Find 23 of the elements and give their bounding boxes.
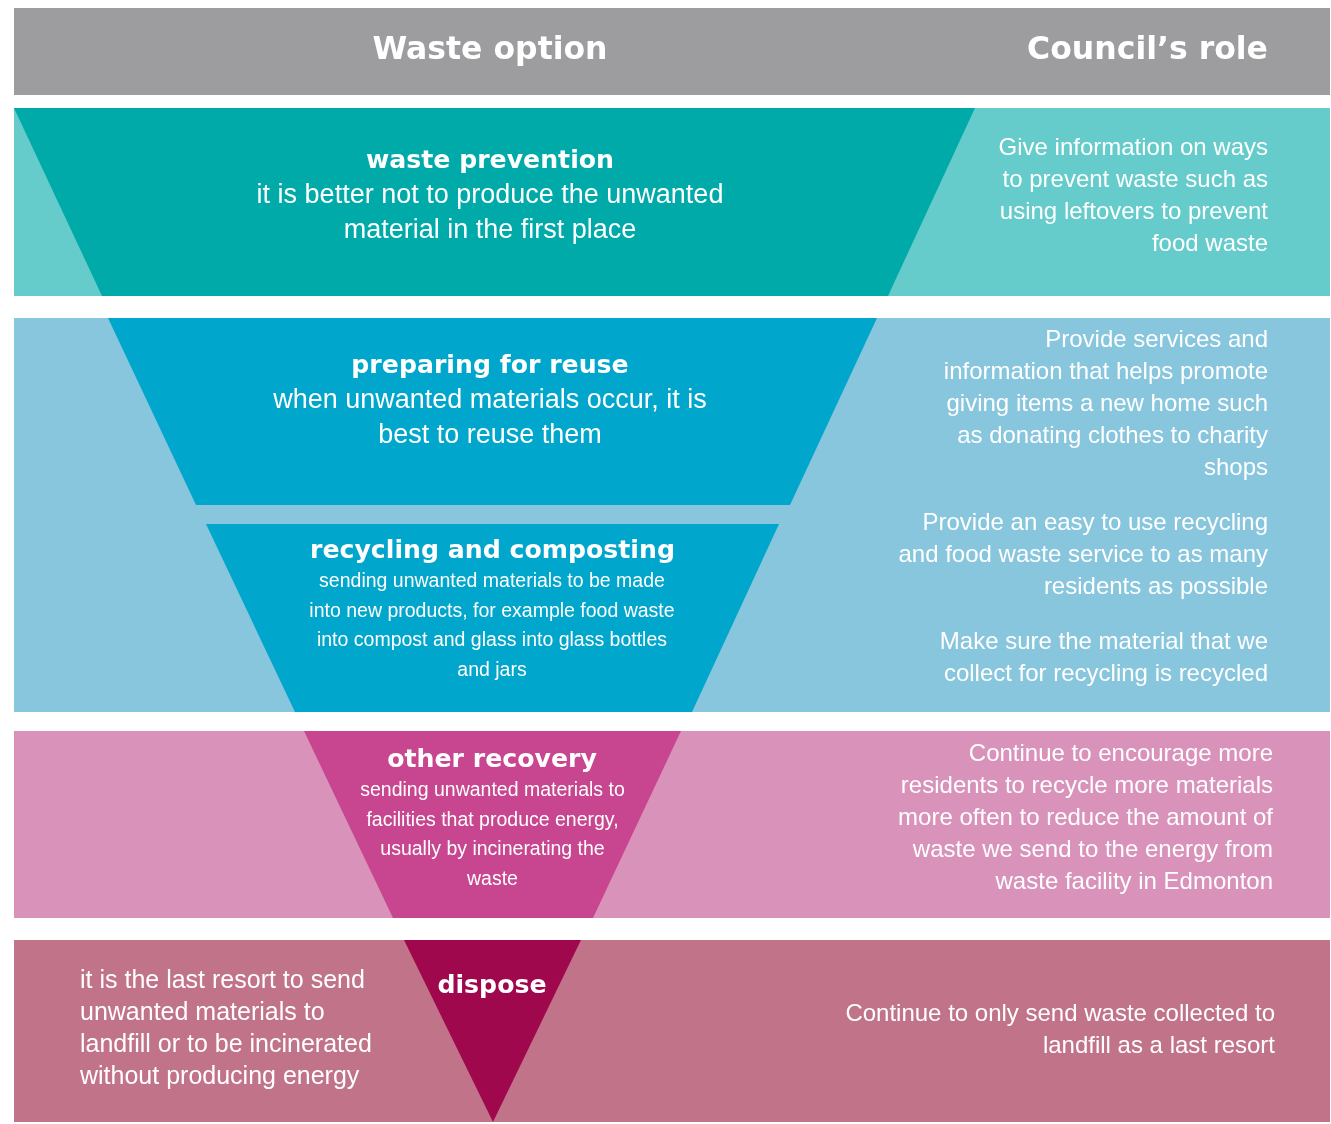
- option-description: sending unwanted materials to facilities that produce energy, usually by incinerating the waste: [360, 777, 625, 891]
- role-text: Provide an easy to use recycling and food waste service to as many residents as possible: [897, 507, 1268, 601]
- role-text: Give information on ways to prevent waste such as using leftovers to prevent food waste: [997, 132, 1268, 258]
- option-description: it is better not to produce the unwanted material in the first place: [255, 178, 725, 246]
- option-description: it is the last resort to send unwanted materials to landfill or to be incinerated without producing energy: [80, 964, 373, 1091]
- option-heading: recycling and composting: [309, 534, 676, 566]
- column-heading: Waste option: [371, 29, 609, 68]
- role-text: Continue to only send waste collected to landfill as a last resort: [844, 998, 1275, 1060]
- header-band: [14, 8, 1330, 95]
- option-description: when unwanted materials occur, it is best to reuse them: [272, 383, 708, 451]
- option-description: sending unwanted materials to be made into new products, for example food waste into compost and glass into glass bottles and jars: [308, 568, 676, 682]
- option-heading: waste prevention: [365, 144, 615, 176]
- option-heading: preparing for reuse: [350, 349, 630, 381]
- role-text: Make sure the material that we collect for recycling is recycled: [938, 626, 1268, 688]
- hierarchy-band: [14, 940, 1330, 1122]
- option-heading: other recovery: [386, 743, 598, 775]
- column-heading: Council’s role: [1026, 29, 1268, 68]
- hierarchy-band: [14, 731, 1330, 918]
- role-text: Provide services and information that helps promote giving items a new home such as donating clothes to charity shops: [942, 324, 1268, 482]
- option-heading: dispose: [436, 969, 548, 1001]
- role-text: Continue to encourage more residents to recycle more materials more often to reduce the amount of waste we send to the energy from waste facility in Edmonton: [897, 738, 1273, 896]
- hierarchy-band: [14, 318, 1330, 712]
- hierarchy-band: [14, 108, 1330, 296]
